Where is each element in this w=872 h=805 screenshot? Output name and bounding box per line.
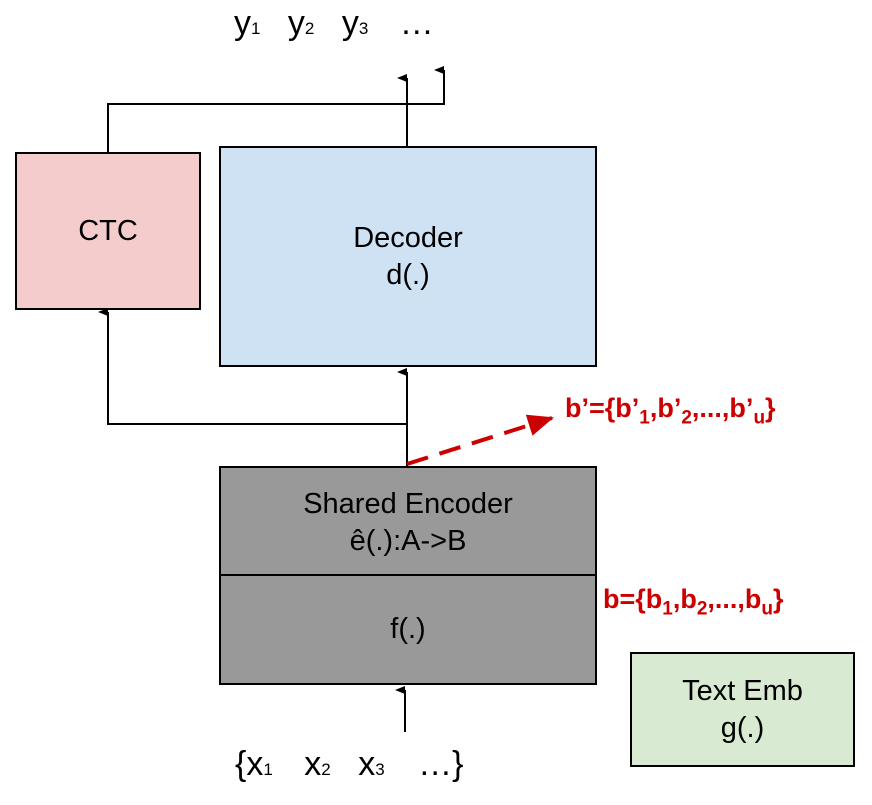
b-prime-label: b’={b’1,b’2,...,b’u}	[565, 393, 776, 429]
output-y1: y1	[234, 4, 261, 42]
input-close-brace: }	[452, 745, 464, 783]
input-x1: x1	[246, 745, 273, 783]
input-x2: x2	[304, 745, 331, 783]
encoder-upper-section: Shared Encoder ê(.):A->B	[221, 468, 595, 574]
encoder-function-e: ê(.):A->B	[349, 525, 467, 557]
input-sequence: {x1 x2 x3 …}	[235, 744, 463, 790]
encoder-title: Shared Encoder	[303, 488, 513, 520]
encoder-divider	[221, 574, 595, 576]
input-ellipsis: …	[418, 745, 453, 783]
text-emb-function: g(.)	[720, 711, 765, 744]
encoder-lower-section: f(.)	[221, 576, 595, 683]
text-emb-title: Text Emb	[682, 674, 803, 707]
shared-encoder-box: Shared Encoder ê(.):A->B f(.)	[219, 466, 597, 685]
text-emb-box: Text Emb g(.)	[630, 652, 855, 767]
output-y2: y2	[287, 4, 315, 42]
decoder-function: d(.)	[386, 258, 430, 291]
encoder-function-f: f(.)	[390, 613, 426, 645]
decoder-box: Decoder d(.)	[219, 146, 597, 367]
ctc-label: CTC	[78, 214, 138, 247]
encoder-to-ctc-arrow	[98, 308, 407, 425]
ctc-box: CTC	[15, 152, 201, 310]
ctc-output-line	[107, 66, 445, 152]
b-prime-arrow	[406, 414, 554, 466]
input-open-brace: {	[235, 745, 247, 783]
output-sequence: y1 y2 y3 …	[234, 3, 434, 49]
b-label: b={b1,b2,...,bu}	[603, 584, 784, 620]
output-ellipsis: …	[399, 4, 434, 42]
output-y3: y3	[341, 4, 369, 42]
input-x3: x3	[358, 745, 385, 783]
decoder-title: Decoder	[353, 221, 463, 254]
